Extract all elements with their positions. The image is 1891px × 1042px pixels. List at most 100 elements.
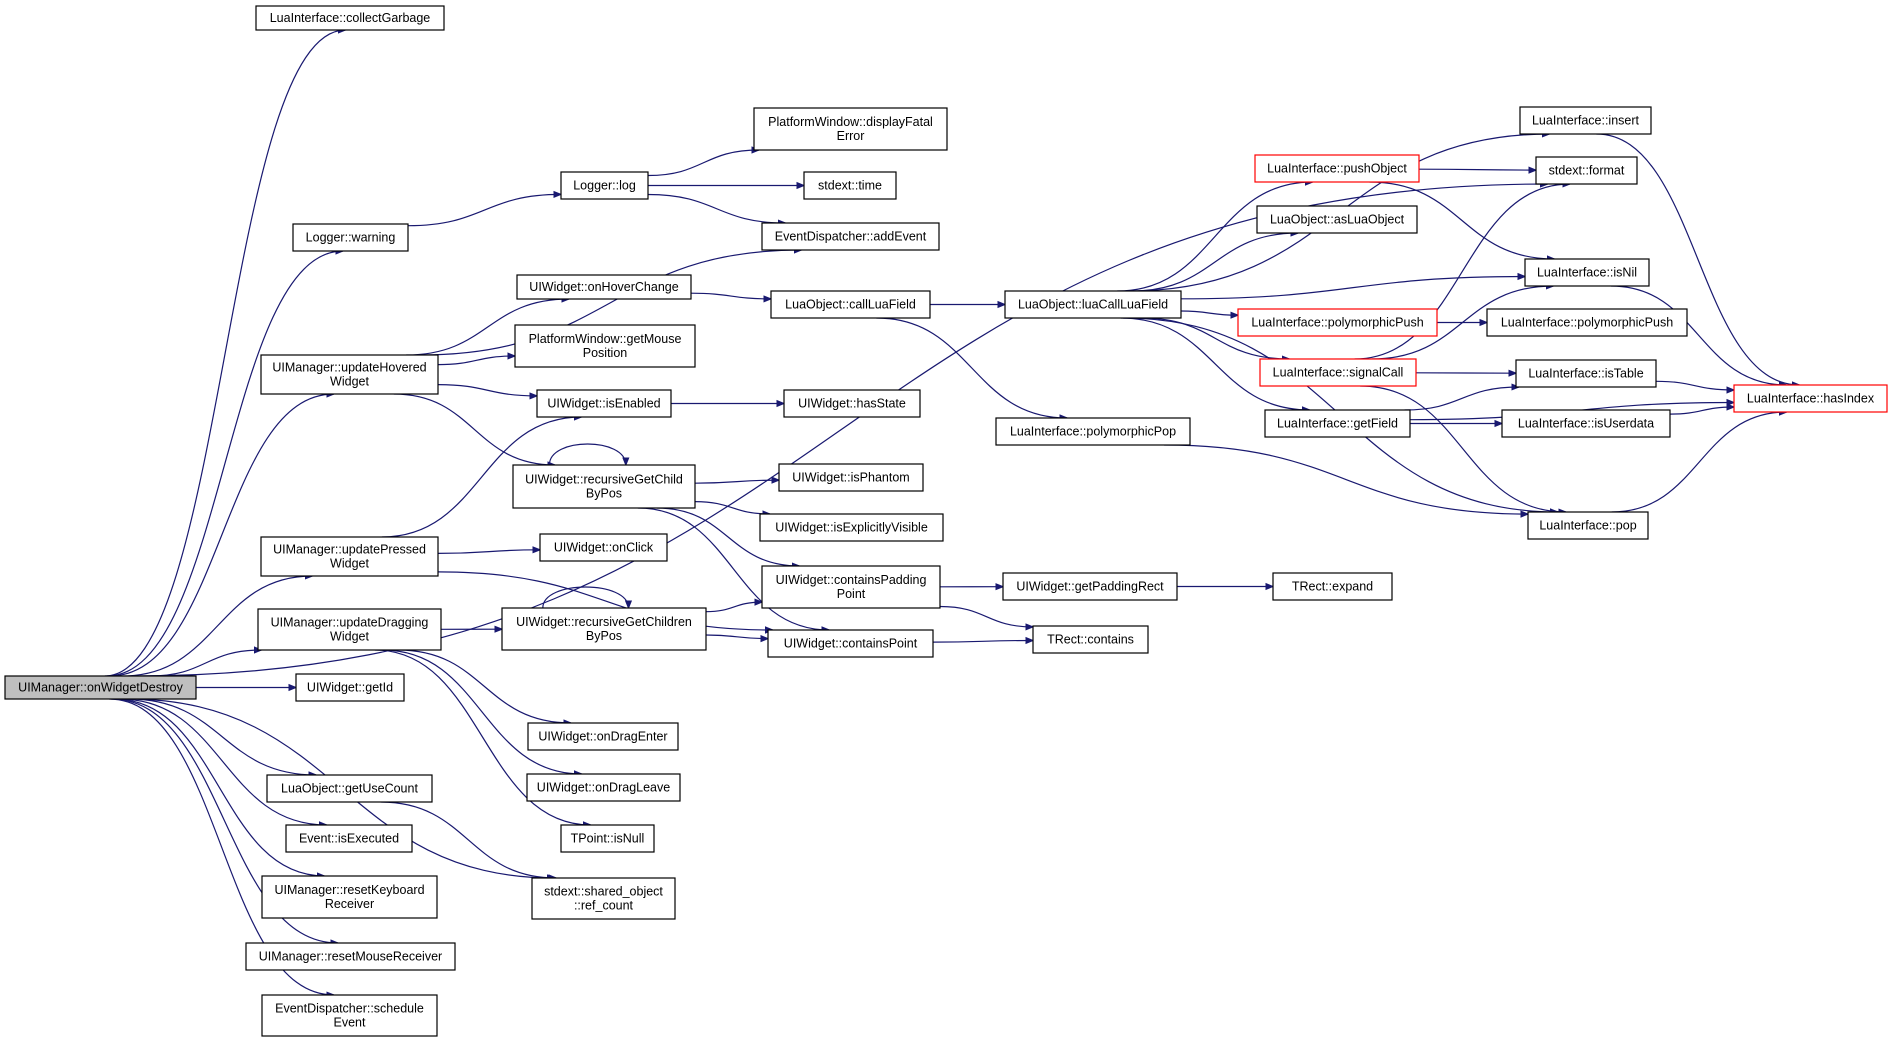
node-label: UIWidget::isEnabled — [547, 396, 660, 410]
node-hasIndex[interactable]: LuaInterface::hasIndex — [1733, 384, 1888, 413]
node-box — [1256, 205, 1418, 234]
node-containsPoint[interactable]: UIWidget::containsPoint — [767, 629, 934, 658]
node-box — [1501, 409, 1671, 438]
node-box — [266, 774, 433, 803]
node-polymorphicPop[interactable]: LuaInterface::polymorphicPop — [995, 417, 1191, 446]
nodes-layer: UIManager::onWidgetDestroy LuaInterface::… — [4, 5, 1888, 1037]
node-label: UIWidget::getId — [307, 680, 393, 694]
node-insert[interactable]: LuaInterface::insert — [1519, 106, 1652, 135]
edge-getUseCount-to-refCount — [380, 801, 557, 878]
node-polymorphicPush[interactable]: LuaInterface::polymorphicPush — [1486, 308, 1688, 337]
edge-updateDragging-to-isNull — [374, 649, 591, 825]
edge-polymorphicPop-to-pop — [1164, 444, 1528, 514]
node-isEnabled[interactable]: UIWidget::isEnabled — [536, 389, 672, 418]
node-label: UIWidget::onDragLeave — [537, 780, 670, 794]
node-expand[interactable]: TRect::expand — [1272, 572, 1393, 601]
edge-signalCall-to-isNil — [1371, 286, 1554, 360]
node-addEvent[interactable]: EventDispatcher::addEvent — [761, 222, 940, 251]
node-box — [260, 536, 439, 577]
node-box — [531, 877, 676, 920]
node-box — [516, 274, 692, 300]
edge-root-to-collectGarbage — [104, 30, 346, 677]
node-resetMouse[interactable]: UIManager::resetMouseReceiver — [245, 942, 456, 971]
node-box — [761, 565, 941, 609]
edge-insert-to-hasIndex — [1596, 133, 1799, 385]
node-contains[interactable]: TRect::contains — [1032, 625, 1149, 654]
node-label: UIWidget::recursiveGetChildren — [516, 615, 692, 629]
node-isPhantom[interactable]: UIWidget::isPhantom — [778, 463, 924, 492]
node-label: UIManager::resetKeyboard — [274, 883, 424, 897]
node-label: UIManager::onWidgetDestroy — [18, 680, 183, 694]
node-getField[interactable]: LuaInterface::getField — [1264, 409, 1411, 438]
node-onDragLeave[interactable]: UIWidget::onDragLeave — [526, 773, 681, 802]
node-label: LuaObject::getUseCount — [281, 781, 418, 795]
node-isTable[interactable]: LuaInterface::isTable — [1515, 359, 1657, 388]
node-pushObject[interactable]: LuaInterface::pushObject — [1254, 154, 1420, 183]
node-getUseCount[interactable]: LuaObject::getUseCount — [266, 774, 433, 803]
node-box — [803, 171, 897, 200]
node-box — [1272, 572, 1393, 601]
node-label: Error — [837, 129, 865, 143]
node-isNil[interactable]: LuaInterface::isNil — [1524, 258, 1650, 287]
node-asLuaObject[interactable]: LuaObject::asLuaObject — [1256, 205, 1418, 234]
edge-signalCall-to-pop — [1360, 385, 1566, 512]
node-format[interactable]: stdext::format — [1535, 156, 1638, 185]
edge-log-to-addEvent — [647, 193, 785, 224]
node-onHoverChange[interactable]: UIWidget::onHoverChange — [516, 274, 692, 300]
edge-isUserdata-to-hasIndex — [1669, 407, 1734, 415]
node-signalCall[interactable]: LuaInterface::signalCall — [1259, 358, 1417, 387]
node-isExplicitlyVisible[interactable]: UIWidget::isExplicitlyVisible — [759, 513, 944, 542]
node-label: UIManager::updateDragging — [271, 615, 429, 629]
node-isNull[interactable]: TPoint::isNull — [560, 824, 655, 853]
node-callLuaField[interactable]: LuaObject::callLuaField — [770, 290, 931, 319]
node-warning[interactable]: Logger::warning — [292, 223, 409, 252]
node-box — [514, 324, 696, 368]
node-box — [261, 994, 438, 1037]
edge-pushObject-to-format — [1418, 169, 1536, 170]
edge-recursiveGetChildren-to-containsPoint — [705, 634, 768, 639]
node-time[interactable]: stdext::time — [803, 171, 897, 200]
node-label: UIWidget::isPhantom — [792, 470, 909, 484]
edges-layer — [104, 30, 1800, 995]
edge-containsPoint-to-contains — [932, 641, 1033, 643]
node-label: stdext::format — [1549, 163, 1625, 177]
node-isExecuted[interactable]: Event::isExecuted — [285, 824, 413, 853]
node-box — [512, 464, 696, 509]
node-polymorphicPushRed[interactable]: LuaInterface::polymorphicPush — [1237, 308, 1438, 337]
node-pop[interactable]: LuaInterface::pop — [1527, 511, 1649, 540]
node-isUserdata[interactable]: LuaInterface::isUserdata — [1501, 409, 1671, 438]
node-box — [1486, 308, 1688, 337]
node-luaCallLuaField[interactable]: LuaObject::luaCallLuaField — [1004, 290, 1182, 319]
edge-updateHovered-to-onHoverChange — [406, 299, 569, 356]
node-box — [753, 107, 948, 151]
node-onClick[interactable]: UIWidget::onClick — [539, 533, 668, 562]
node-getPaddingRect[interactable]: UIWidget::getPaddingRect — [1002, 572, 1178, 601]
node-hasState[interactable]: UIWidget::hasState — [783, 389, 921, 418]
node-onDragEnter[interactable]: UIWidget::onDragEnter — [527, 722, 679, 751]
node-box — [285, 824, 413, 853]
node-box — [1264, 409, 1411, 438]
node-label: EventDispatcher::addEvent — [775, 229, 927, 243]
node-label: LuaObject::callLuaField — [785, 297, 916, 311]
node-log[interactable]: Logger::log — [560, 171, 649, 200]
node-collectGarbage[interactable]: LuaInterface::collectGarbage — [255, 5, 445, 31]
edge-recursiveGetChild-to-containsPaddingPoint — [656, 507, 800, 566]
node-box — [501, 607, 707, 651]
node-box — [1527, 511, 1649, 540]
node-refCount[interactable]: stdext::shared_object::ref_count — [531, 877, 676, 920]
node-box — [260, 354, 439, 395]
node-getId[interactable]: UIWidget::getId — [295, 673, 405, 702]
node-label: UIWidget::recursiveGetChild — [525, 472, 683, 486]
node-root[interactable]: UIManager::onWidgetDestroy — [4, 675, 197, 700]
node-label: LuaInterface::isNil — [1537, 265, 1637, 279]
